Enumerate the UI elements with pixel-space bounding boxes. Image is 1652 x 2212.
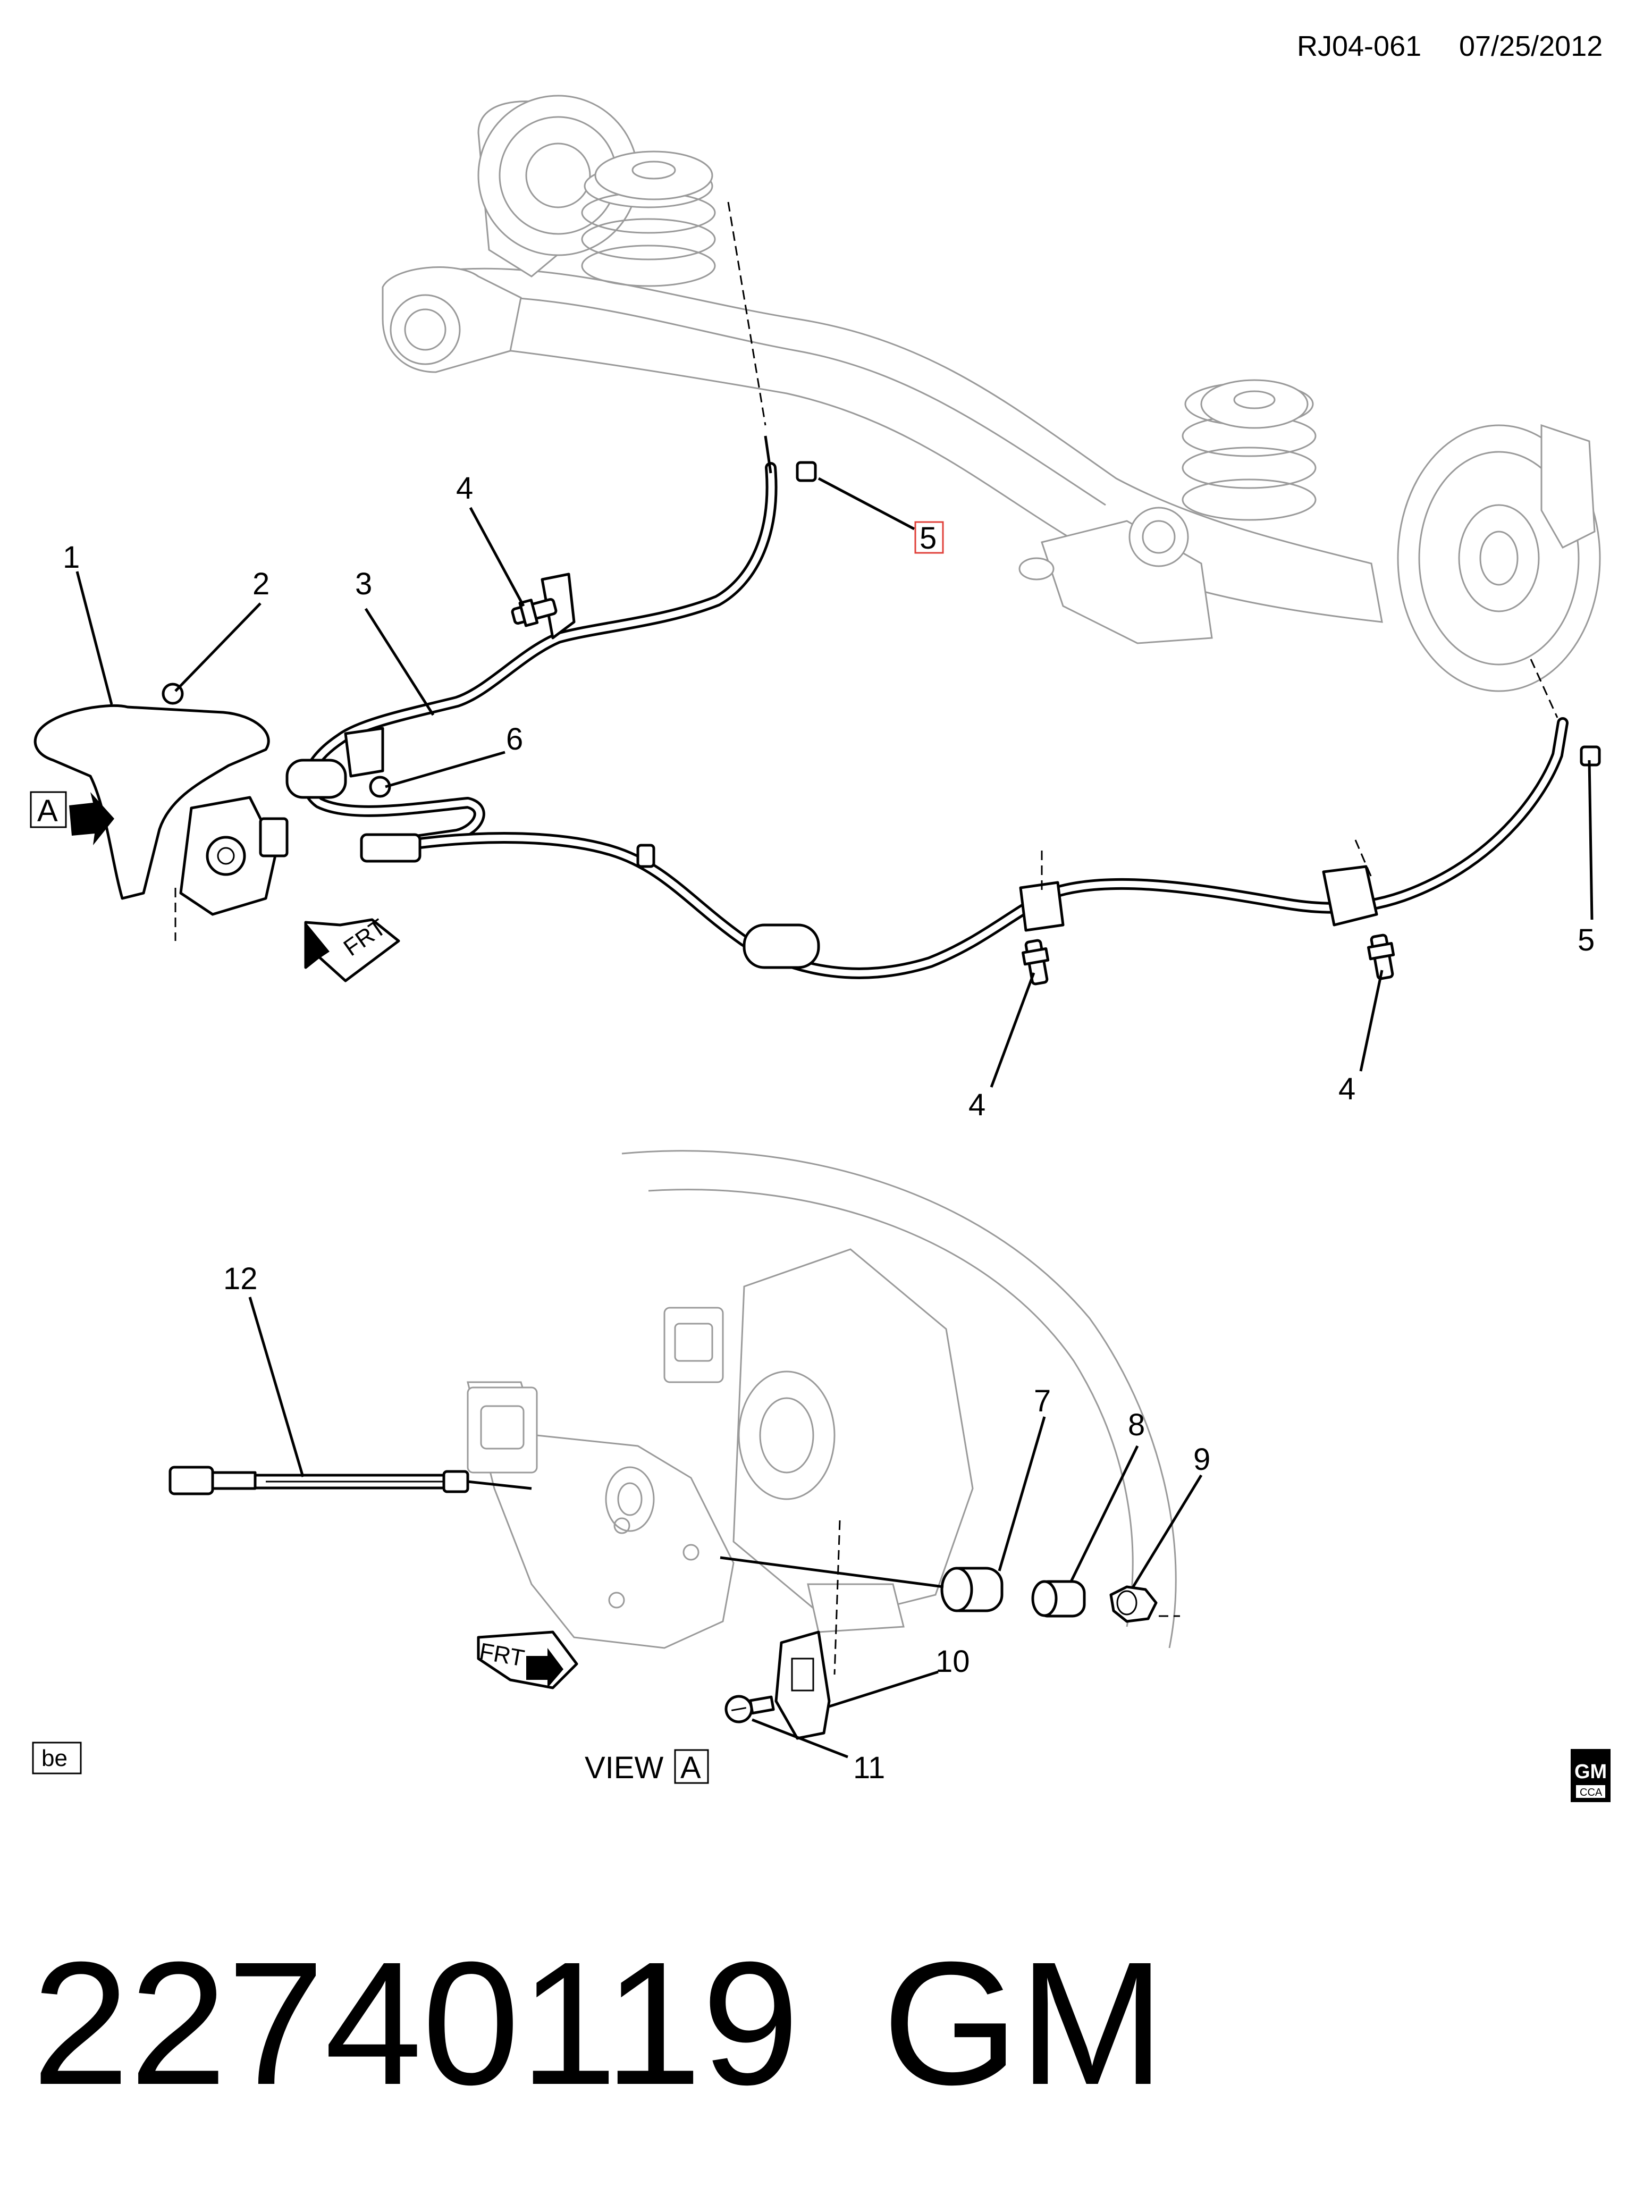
callout-5-highlight <box>914 521 944 554</box>
front-direction-arrow-lower: FRT <box>477 1630 578 1689</box>
parking-brake-cable-front <box>302 201 778 851</box>
part-number: 22740119 <box>32 1925 799 2121</box>
spacer-part-8 <box>1031 1580 1086 1618</box>
callout-4-a: 4 <box>456 471 473 506</box>
callout-7: 7 <box>1034 1384 1051 1418</box>
callout-1: 1 <box>63 540 80 575</box>
front-direction-arrow-top: FRT <box>304 914 400 982</box>
cable-brackets <box>344 573 1378 932</box>
gm-logo-top: GM <box>1574 1761 1607 1783</box>
callout-4-c: 4 <box>1338 1072 1355 1106</box>
diagram-code: RJ04-061 <box>1297 30 1421 62</box>
nut-part-9 <box>1109 1585 1158 1623</box>
callout-9: 9 <box>1193 1442 1210 1477</box>
callout-3: 3 <box>355 567 372 601</box>
callout-8: 8 <box>1128 1408 1145 1442</box>
gm-logo: GM CCA <box>1571 1749 1611 1802</box>
view-label-prefix: VIEW <box>585 1751 663 1785</box>
callout-10: 10 <box>935 1644 970 1679</box>
leader-lines-lower <box>248 1297 1203 1759</box>
switch-part-10 <box>774 1520 841 1740</box>
bolt-icons <box>511 598 1395 986</box>
callout-5-a: 5 <box>920 521 937 556</box>
rear-axle-ghost <box>382 95 1601 692</box>
callout-5-b: 5 <box>1578 923 1595 957</box>
view-a-backing-plate <box>467 1150 1177 1649</box>
view-a-marker-letter: A <box>37 794 58 828</box>
callout-6: 6 <box>506 722 523 756</box>
screw-part-11 <box>724 1695 775 1723</box>
corner-tag: be <box>32 1742 82 1774</box>
corner-tag-text: be <box>41 1745 68 1771</box>
callout-12: 12 <box>223 1261 258 1296</box>
adjuster-sleeve-part-7 <box>940 1567 1004 1612</box>
brand-name: GM <box>882 1925 1165 2121</box>
parking-brake-cable-rear <box>285 659 1569 979</box>
diagram-date: 07/25/2012 <box>1459 30 1603 62</box>
parking-brake-cable-part-12 <box>168 1466 532 1495</box>
callout-11: 11 <box>853 1751 885 1785</box>
parking-brake-lever <box>33 704 289 941</box>
view-a-marker: A <box>30 791 114 845</box>
callout-4-b: 4 <box>968 1088 985 1122</box>
retainer-icons <box>162 461 1601 798</box>
view-label-letter: A <box>680 1751 701 1785</box>
callout-2: 2 <box>252 567 269 601</box>
leader-lines-top <box>75 477 1594 1088</box>
gm-logo-bottom: CCA <box>1580 1787 1603 1798</box>
view-a-label: VIEW A <box>585 1749 709 1785</box>
